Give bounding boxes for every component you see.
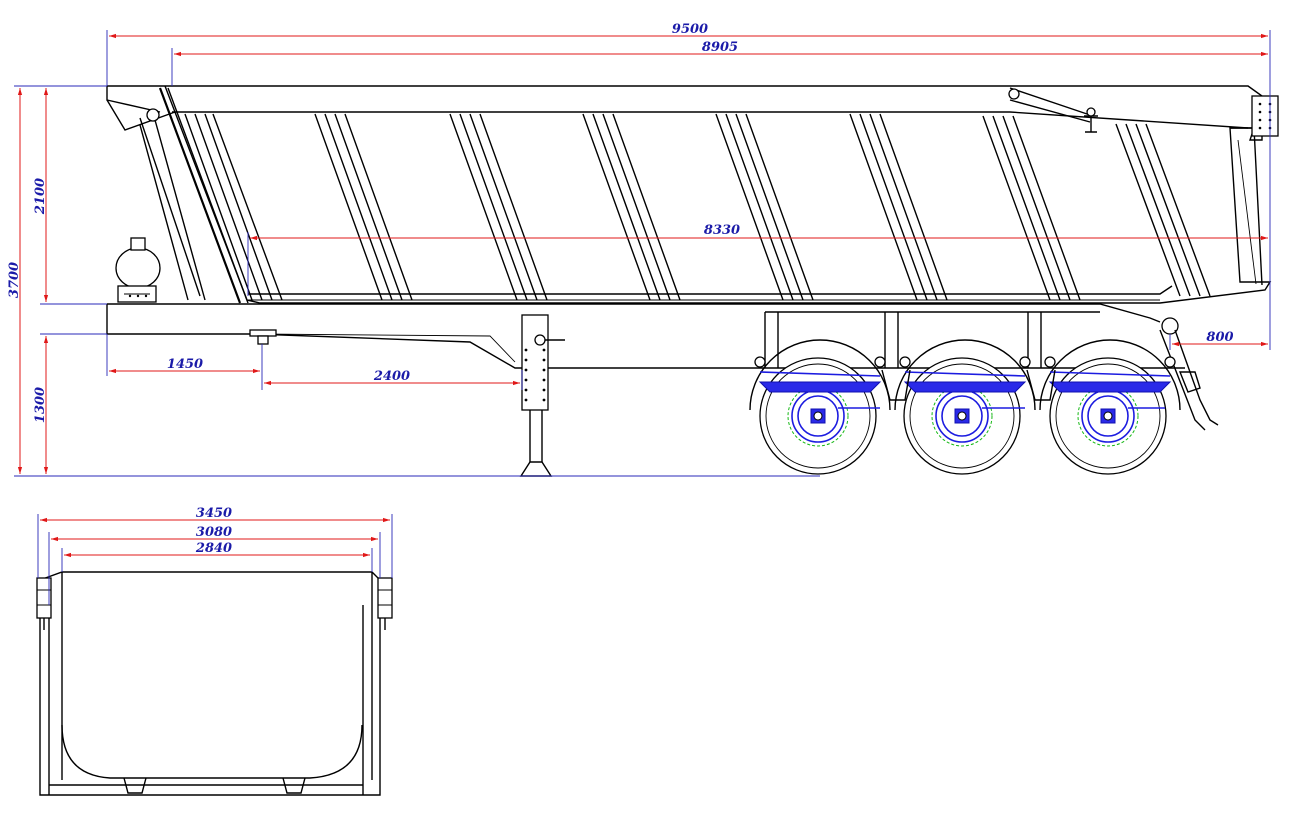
wheels [749,339,1181,475]
dim-overall-width: 3450 [196,506,232,521]
dim-rear-overhang: 800 [1206,330,1233,345]
dim-inner-width: 2840 [195,541,232,556]
tank [115,237,161,303]
wheel-2 [894,339,1036,475]
wheel-3 [1039,339,1181,475]
dim-kingpin-offset: 1450 [167,357,203,372]
hinge-right [377,577,393,619]
body-ribs [184,113,1211,301]
side-view: 9500 8905 8330 800 1450 2400 3700 [7,22,1279,477]
chassis [106,108,1219,431]
landing-gear [519,314,565,477]
wheel-1 [749,339,891,475]
dim-overall-height: 3700 [7,262,22,298]
dim-body-height: 2100 [33,178,48,215]
rear-view: 3450 3080 2840 [36,506,393,796]
dim-body-width: 3080 [196,525,232,540]
tipper-body [106,85,1279,304]
dim-chassis-height: 1300 [33,387,48,423]
dim-overall-length: 9500 [672,22,708,37]
rear-dimensions: 3450 3080 2840 [37,506,393,605]
suspension [754,356,1176,409]
dim-landing-gear-offset: 2400 [373,369,410,384]
dim-body-length: 8905 [702,40,738,55]
dim-inner-length: 8330 [704,223,740,238]
side-dimensions: 9500 8905 8330 800 1450 2400 3700 [7,22,1271,477]
